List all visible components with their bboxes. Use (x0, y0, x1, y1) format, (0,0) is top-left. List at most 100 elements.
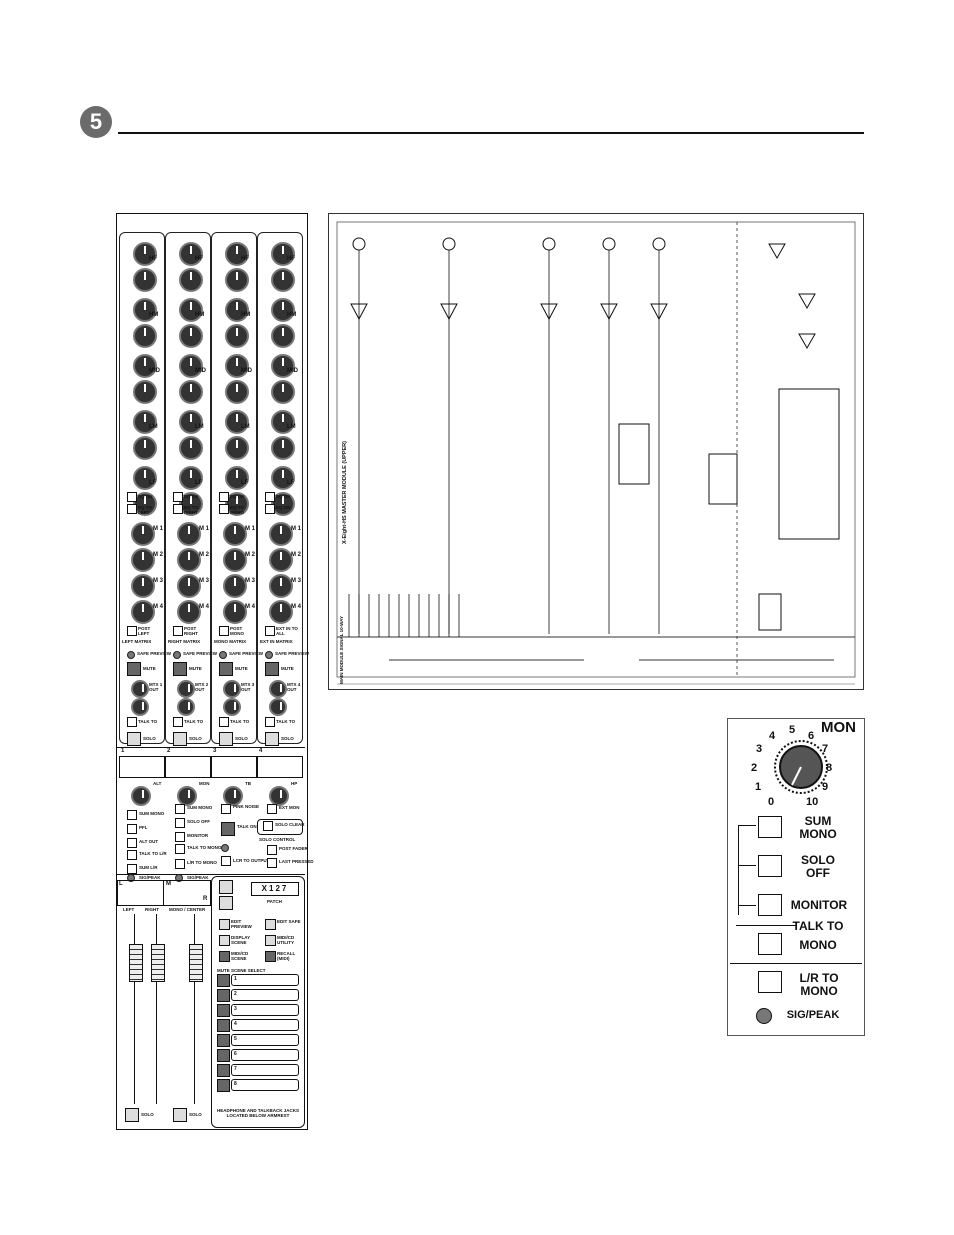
ext-mon-checkbox[interactable] (267, 804, 277, 814)
mtx-level-knob-4[interactable] (269, 698, 287, 716)
eq-hf-freq-knob-3[interactable] (225, 268, 249, 292)
matrix-send-knob-2-1[interactable] (177, 522, 201, 546)
fader-cap-right[interactable] (151, 944, 165, 982)
row2-knob-1[interactable] (131, 786, 151, 806)
eq-to-checkbox-1[interactable] (127, 504, 137, 514)
eq-to-checkbox-2[interactable] (173, 504, 183, 514)
matrix-send-knob-4-4[interactable] (269, 600, 293, 624)
eq-on-checkbox-3[interactable] (219, 492, 229, 502)
fader-cap-left[interactable] (129, 944, 143, 982)
last-pressed-checkbox[interactable] (267, 858, 277, 868)
eq-hf-knob-1[interactable] (133, 242, 157, 266)
mute-scene-btn-6[interactable] (265, 951, 276, 962)
eq-hm-knob-2[interactable] (179, 298, 203, 322)
eq-hm-freq-knob-4[interactable] (271, 324, 295, 348)
solo-button-left[interactable] (125, 1108, 139, 1122)
eq-lm-freq-knob-4[interactable] (271, 436, 295, 460)
mute-scene-btn-3[interactable] (219, 935, 230, 946)
pink-noise-checkbox[interactable] (221, 804, 231, 814)
eq-mid-knob-2[interactable] (179, 354, 203, 378)
row2-knob-4[interactable] (269, 786, 289, 806)
solo-button-2[interactable] (173, 732, 187, 746)
eq-mid-knob-4[interactable] (271, 354, 295, 378)
solo-button-1[interactable] (127, 732, 141, 746)
eq-lm-freq-knob-2[interactable] (179, 436, 203, 460)
mute-button-4[interactable] (265, 662, 279, 676)
mtx-out-knob-3[interactable] (223, 680, 241, 698)
matrix-send-knob-4-3[interactable] (269, 574, 293, 598)
eq-lm-freq-knob-3[interactable] (225, 436, 249, 460)
matrix-post-checkbox-1[interactable] (127, 626, 137, 636)
matrix-post-checkbox-4[interactable] (265, 626, 275, 636)
eq-on-checkbox-1[interactable] (127, 492, 137, 502)
sum-mono-checkbox-2[interactable] (175, 804, 185, 814)
eq-hf-knob-2[interactable] (179, 242, 203, 266)
eq-hm-knob-1[interactable] (133, 298, 157, 322)
eq-mid-freq-knob-4[interactable] (271, 380, 295, 404)
matrix-post-checkbox-3[interactable] (219, 626, 229, 636)
eq-mid-freq-knob-3[interactable] (225, 380, 249, 404)
eq-mid-freq-knob-2[interactable] (179, 380, 203, 404)
row2-knob-2[interactable] (177, 786, 197, 806)
mute-button-2[interactable] (173, 662, 187, 676)
eq-lf-knob-4[interactable] (271, 466, 295, 490)
eq-to-checkbox-4[interactable] (265, 504, 275, 514)
scene-button-4[interactable] (217, 1019, 230, 1032)
eq-lm-knob-3[interactable] (225, 410, 249, 434)
eq-hf-knob-4[interactable] (271, 242, 295, 266)
mute-button-3[interactable] (219, 662, 233, 676)
eq-mid-knob-1[interactable] (133, 354, 157, 378)
mute-scene-btn-4[interactable] (265, 935, 276, 946)
matrix-send-knob-4-1[interactable] (269, 522, 293, 546)
matrix-send-knob-1-2[interactable] (131, 548, 155, 572)
mtx-out-knob-4[interactable] (269, 680, 287, 698)
talk-to-checkbox-4[interactable] (265, 717, 275, 727)
eq-hf-freq-knob-2[interactable] (179, 268, 203, 292)
solo-off-checkbox-2[interactable] (175, 818, 185, 828)
alt-out-checkbox-1[interactable] (127, 838, 137, 848)
eq-hm-knob-3[interactable] (225, 298, 249, 322)
eq-hm-freq-knob-2[interactable] (179, 324, 203, 348)
eq-hf-freq-knob-4[interactable] (271, 268, 295, 292)
mute-scene-btn-1[interactable] (219, 919, 230, 930)
mtx-out-knob-2[interactable] (177, 680, 195, 698)
mtx-level-knob-2[interactable] (177, 698, 195, 716)
lr-to-mono-button[interactable] (758, 971, 782, 993)
eq-lf-knob-2[interactable] (179, 466, 203, 490)
mute-scene-btn-2[interactable] (265, 919, 276, 930)
solo-off-button[interactable] (758, 855, 782, 877)
scene-button-1[interactable] (217, 974, 230, 987)
eq-lm-knob-1[interactable] (133, 410, 157, 434)
matrix-send-knob-3-3[interactable] (223, 574, 247, 598)
talk-to-checkbox-1[interactable] (127, 717, 137, 727)
patch-up-button[interactable] (219, 880, 233, 894)
mtx-level-knob-3[interactable] (223, 698, 241, 716)
eq-lf-knob-1[interactable] (133, 466, 157, 490)
eq-mid-knob-3[interactable] (225, 354, 249, 378)
patch-down-button[interactable] (219, 896, 233, 910)
eq-lm-knob-4[interactable] (271, 410, 295, 434)
talk-to-checkbox-3[interactable] (219, 717, 229, 727)
scene-button-8[interactable] (217, 1079, 230, 1092)
matrix-post-checkbox-2[interactable] (173, 626, 183, 636)
scene-button-2[interactable] (217, 989, 230, 1002)
eq-lf-knob-3[interactable] (225, 466, 249, 490)
eq-hf-freq-knob-1[interactable] (133, 268, 157, 292)
solo-button-mono[interactable] (173, 1108, 187, 1122)
mute-button-1[interactable] (127, 662, 141, 676)
eq-on-checkbox-4[interactable] (265, 492, 275, 502)
matrix-send-knob-2-2[interactable] (177, 548, 201, 572)
matrix-send-knob-1-1[interactable] (131, 522, 155, 546)
eq-to-checkbox-3[interactable] (219, 504, 229, 514)
eq-hf-knob-3[interactable] (225, 242, 249, 266)
sum-mono-checkbox-1[interactable] (127, 810, 137, 820)
talk-to-mono-checkbox-2[interactable] (175, 844, 185, 854)
solo-clear-checkbox[interactable] (263, 821, 273, 831)
matrix-send-knob-2-4[interactable] (177, 600, 201, 624)
monitor-button[interactable] (758, 894, 782, 916)
scene-button-6[interactable] (217, 1049, 230, 1062)
matrix-send-knob-3-2[interactable] (223, 548, 247, 572)
eq-mid-freq-knob-1[interactable] (133, 380, 157, 404)
scene-button-5[interactable] (217, 1034, 230, 1047)
solo-button-3[interactable] (219, 732, 233, 746)
